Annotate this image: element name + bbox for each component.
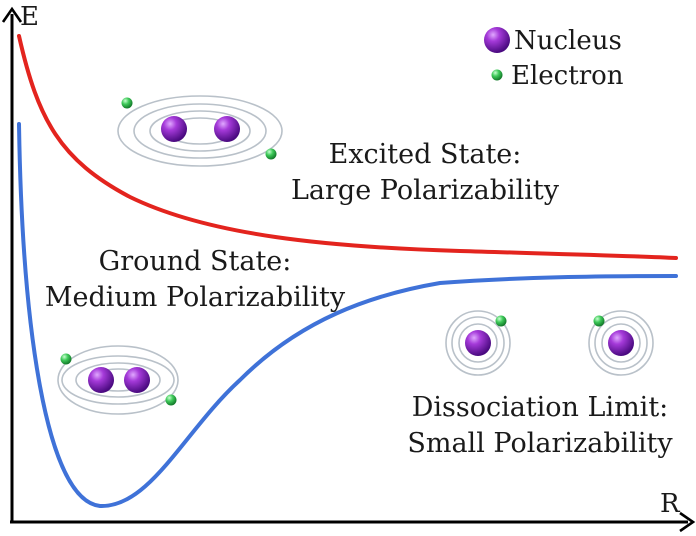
nucleus-icon [465, 330, 491, 356]
x-axis-label: R [660, 489, 681, 519]
orbit-ring [117, 95, 283, 167]
ground-state-subtitle: Medium Polarizability [45, 282, 346, 313]
orbit-ring [75, 362, 161, 398]
excited-state-title: Excited State: [329, 139, 522, 170]
orbit-ring [445, 310, 511, 376]
legend-nucleus-label: Nucleus [514, 26, 622, 56]
electron-icon [593, 315, 605, 327]
orbit-ring [588, 310, 654, 376]
orbit-ring [149, 110, 251, 152]
legend: Nucleus Electron [484, 26, 624, 91]
excited-state-subtitle: Large Polarizability [291, 175, 560, 206]
orbit-ring [458, 323, 498, 363]
ground-state-title: Ground State: [99, 246, 292, 277]
excited-state-curve [17, 34, 678, 260]
electron-icon [165, 394, 177, 406]
electron-legend-icon [491, 69, 503, 81]
nucleus-icon [124, 367, 150, 393]
dissociated-atom-left [445, 310, 511, 376]
electron-icon [121, 97, 133, 109]
ground-state-curve [17, 122, 678, 509]
dissociation-limit-subtitle: Small Polarizability [407, 428, 673, 459]
orbit-ring [594, 316, 648, 370]
nucleus-icon [88, 367, 114, 393]
orbit-ring [451, 316, 505, 370]
y-axis-label: E [20, 2, 39, 32]
orbit-ring [601, 323, 641, 363]
nucleus-legend-icon [484, 27, 510, 53]
electron-icon [60, 353, 72, 365]
x-axis-arrow-icon [679, 511, 696, 533]
excited-molecule [117, 95, 283, 167]
electron-icon [495, 315, 507, 327]
dissociation-limit-title: Dissociation Limit: [412, 392, 669, 423]
nucleus-icon [161, 116, 187, 142]
ground-molecule [57, 345, 179, 415]
nucleus-icon [214, 116, 240, 142]
dissociated-atom-right [588, 310, 654, 376]
nucleus-icon [608, 330, 634, 356]
legend-electron-label: Electron [511, 61, 624, 91]
orbit-ring [57, 345, 179, 415]
electron-icon [265, 148, 277, 160]
y-axis-arrow-icon [1, 6, 23, 23]
orbit-ring [133, 103, 267, 159]
orbit-ring [61, 355, 175, 405]
